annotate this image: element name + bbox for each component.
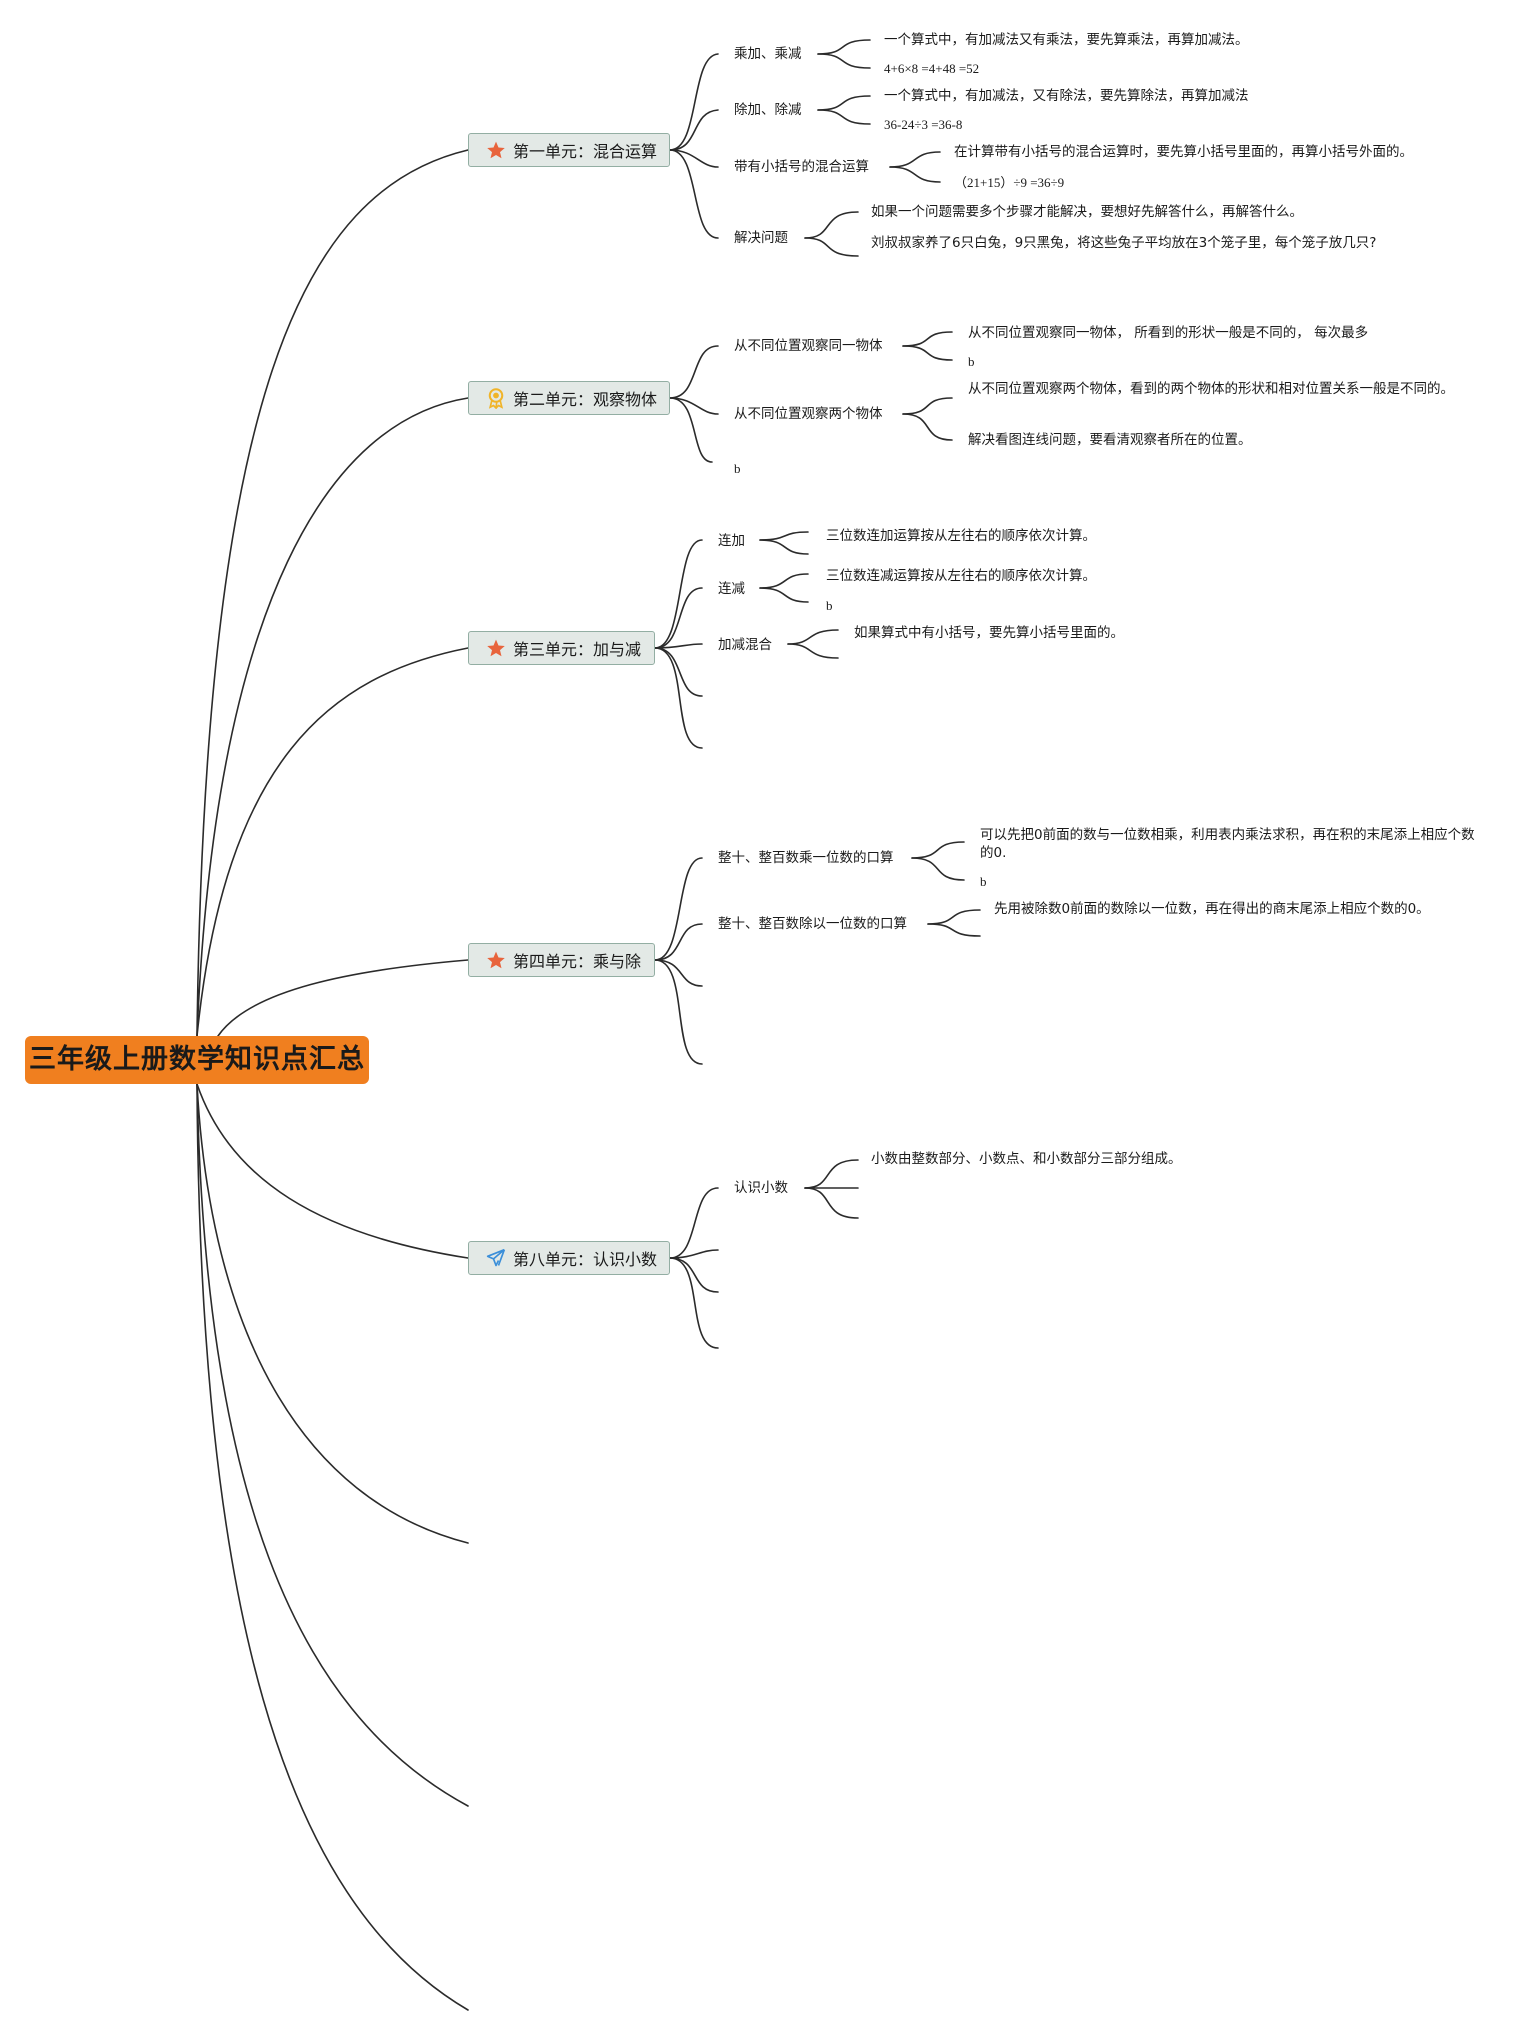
u8-leaf-1[interactable]: 小数由整数部分、小数点、和小数部分三部分组成。 <box>871 1151 1182 1167</box>
u2-topic-3[interactable]: b <box>734 461 741 476</box>
connector-u8t1-leaf3 <box>804 1187 859 1219</box>
u1-topic-3[interactable]: 带有小括号的混合运算 <box>734 159 869 175</box>
u3-leaf-1[interactable]: 三位数连加运算按从左往右的顺序依次计算。 <box>826 528 1096 544</box>
connector-u4t1-leaf2 <box>911 857 965 881</box>
connector-u8t1-leaf1 <box>804 1159 859 1189</box>
unit2-label: 第二单元：观察物体 <box>513 390 658 409</box>
connector-u1t4-leaf2 <box>804 237 859 257</box>
connector-unit1-topic1 <box>669 53 719 151</box>
u1-leaf-7[interactable]: 如果一个问题需要多个步骤才能解决，要想好先解答什么，再解答什么。 <box>871 204 1303 220</box>
u1-topic-4[interactable]: 解决问题 <box>734 230 788 246</box>
u1-leaf-3[interactable]: 一个算式中，有加减法，又有除法，要先算除法，再算加减法 <box>884 88 1249 104</box>
u1-leaf-8[interactable]: 刘叔叔家养了6只白兔，9只黑兔，将这些兔子平均放在3个笼子里，每个笼子放几只? <box>871 235 1377 251</box>
u4-topic-1[interactable]: 整十、整百数乘一位数的口算 <box>718 850 894 866</box>
badge-icon <box>485 387 507 409</box>
connector-unit2-topic3 <box>669 397 713 463</box>
u1-topic-2[interactable]: 除加、除减 <box>734 102 802 118</box>
connector-unit8-topic1 <box>669 1187 719 1259</box>
u4-leaf-3[interactable]: 先用被除数0前面的数除以一位数，再在得出的商末尾添上相应个数的0。 <box>994 901 1430 917</box>
connector-u4t1-leaf1 <box>911 841 965 859</box>
connector-u3t3-leaf1 <box>787 629 839 645</box>
u2-topic-2[interactable]: 从不同位置观察两个物体 <box>734 406 883 422</box>
u4-leaf-2[interactable]: b <box>980 874 987 889</box>
connector-u4t2-leaf1 <box>927 909 981 925</box>
connector-u2t2-leaf1 <box>902 397 953 415</box>
unit2-node[interactable]: 第二单元：观察物体 <box>468 381 670 415</box>
connector-u4t2-leaf2 <box>927 923 981 937</box>
u1-leaf-4[interactable]: 36-24÷3 =36-8 <box>884 117 963 132</box>
connector-u3t1-leaf2 <box>759 539 809 555</box>
u1-leaf-2[interactable]: 4+6×8 =4+48 =52 <box>884 61 980 76</box>
u3-topic-1[interactable]: 连加 <box>718 533 745 549</box>
connector-unit1-topic2 <box>669 109 719 151</box>
connector-u3t1-leaf1 <box>759 531 809 541</box>
unit8-node[interactable]: 第八单元：认识小数 <box>468 1241 670 1275</box>
connector-unit4-topic1 <box>654 857 703 961</box>
connector-u3t2-leaf1 <box>759 573 809 589</box>
u3-topic-3[interactable]: 加减混合 <box>718 637 772 653</box>
star-icon <box>485 637 507 659</box>
u1-topic-1[interactable]: 乘加、乘减 <box>734 46 802 62</box>
root-topic[interactable]: 三年级上册数学知识点汇总 <box>25 1036 369 1084</box>
unit3-label: 第三单元：加与减 <box>513 640 642 659</box>
unit8-label: 第八单元：认识小数 <box>513 1250 658 1269</box>
connector-root-empty-2 <box>196 1083 469 1807</box>
connector-unit2-topic2 <box>669 397 719 415</box>
star-icon <box>485 139 507 161</box>
u1-leaf-1[interactable]: 一个算式中，有加减法又有乘法，要先算乘法，再算加减法。 <box>884 32 1249 48</box>
unit3-node[interactable]: 第三单元：加与减 <box>468 631 655 665</box>
paper-plane-icon <box>485 1247 507 1269</box>
connector-u2t2-leaf2 <box>902 413 953 441</box>
u2-leaf-2[interactable]: b <box>968 354 975 369</box>
connector-unit3-empty2 <box>654 647 703 749</box>
u2-leaf-3[interactable]: 从不同位置观察两个物体，看到的两个物体的形状和相对位置关系一般是不同的。 <box>968 381 1454 397</box>
connector-root-empty-3 <box>196 1083 469 2011</box>
u3-leaf-2[interactable]: 三位数连减运算按从左往右的顺序依次计算。 <box>826 568 1096 584</box>
u2-topic-1[interactable]: 从不同位置观察同一物体 <box>734 338 883 354</box>
u8-topic-1[interactable]: 认识小数 <box>734 1180 788 1196</box>
connector-u1t4-leaf1 <box>804 211 859 239</box>
connector-unit4-empty2 <box>654 959 703 1065</box>
connector-root-unit8 <box>196 1083 469 1259</box>
u2-leaf-1[interactable]: 从不同位置观察同一物体， 所看到的形状一般是不同的， 每次最多 <box>968 325 1369 341</box>
u4-leaf-1[interactable]: 可以先把0前面的数与一位数相乘，利用表内乘法求积，再在积的末尾添上相应个数的0. <box>980 827 1475 861</box>
connector-u3t3-leaf2 <box>787 643 839 659</box>
connector-root-empty-1 <box>196 1083 469 1544</box>
connector-u1t1-leaf1 <box>817 39 871 55</box>
connector-root-unit3 <box>196 647 469 1037</box>
u3-leaf-3[interactable]: b <box>826 598 833 613</box>
connector-root-unit1 <box>196 149 469 1037</box>
connector-u1t3-leaf1 <box>889 151 941 168</box>
u1-leaf-5[interactable]: 在计算带有小括号的混合运算时，要先算小括号里面的，再算小括号外面的。 <box>954 144 1413 160</box>
u4-topic-2[interactable]: 整十、整百数除以一位数的口算 <box>718 916 907 932</box>
connector-unit4-topic2 <box>654 923 703 961</box>
connector-u1t1-leaf2 <box>817 53 871 69</box>
connector-u2t1-leaf1 <box>902 331 953 347</box>
connector-u2t1-leaf2 <box>902 345 953 361</box>
connector-u1t3-leaf2 <box>889 166 941 183</box>
u2-leaf-4[interactable]: 解决看图连线问题，要看清观察者所在的位置。 <box>968 432 1252 448</box>
unit4-node[interactable]: 第四单元：乘与除 <box>468 943 655 977</box>
connector-root-unit2 <box>196 397 469 1037</box>
unit1-label: 第一单元：混合运算 <box>513 142 658 161</box>
connector-unit8-empty2 <box>669 1257 719 1293</box>
connector-unit2-topic1 <box>669 345 719 399</box>
connector-unit4-empty1 <box>654 959 703 987</box>
connector-unit3-topic1 <box>654 539 703 649</box>
u3-topic-2[interactable]: 连减 <box>718 581 745 597</box>
unit1-node[interactable]: 第一单元：混合运算 <box>468 133 670 167</box>
unit4-label: 第四单元：乘与除 <box>513 952 642 971</box>
connector-u3t2-leaf2 <box>759 587 809 603</box>
u1-leaf-6[interactable]: （21+15）÷9 =36÷9 <box>954 175 1065 190</box>
star-icon <box>485 949 507 971</box>
connector-root-unit4 <box>217 959 469 1037</box>
connector-unit1-topic4 <box>669 149 719 239</box>
connector-unit3-topic2 <box>654 587 703 649</box>
connector-u1t2-leaf1 <box>817 95 871 111</box>
connector-u1t2-leaf2 <box>817 109 871 125</box>
u3-leaf-4[interactable]: 如果算式中有小括号，要先算小括号里面的。 <box>854 625 1124 641</box>
connector-unit8-empty3 <box>669 1257 719 1349</box>
